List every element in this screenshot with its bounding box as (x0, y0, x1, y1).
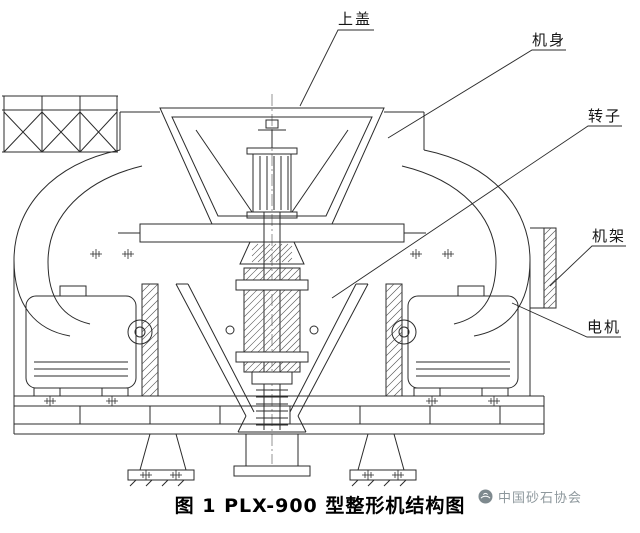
watermark-text: 中国砂石协会 (497, 491, 582, 506)
legs-and-feet (127, 433, 417, 487)
left-motor (25, 285, 153, 397)
side-volutes (13, 111, 531, 396)
feed-inlet (246, 119, 298, 219)
association-logo-icon (478, 489, 493, 504)
label-motor: 电机 (587, 318, 622, 336)
platform-railing (2, 95, 118, 153)
label-machine-body: 机身 (532, 31, 567, 49)
leader-lines (299, 29, 626, 338)
right-motor (391, 285, 519, 397)
label-frame: 机架 (592, 227, 627, 245)
frame-right-edge (530, 227, 557, 309)
watermark: 中国砂石协会 (478, 487, 582, 506)
distribution-cone (175, 283, 369, 433)
rotor-shaft-assembly (225, 212, 319, 430)
label-top-cover: 上盖 (338, 10, 373, 28)
figure-caption: 图 1 PLX-900 型整形机结构图 (174, 495, 466, 517)
base-frame (13, 395, 545, 435)
label-rotor: 转子 (588, 107, 623, 125)
